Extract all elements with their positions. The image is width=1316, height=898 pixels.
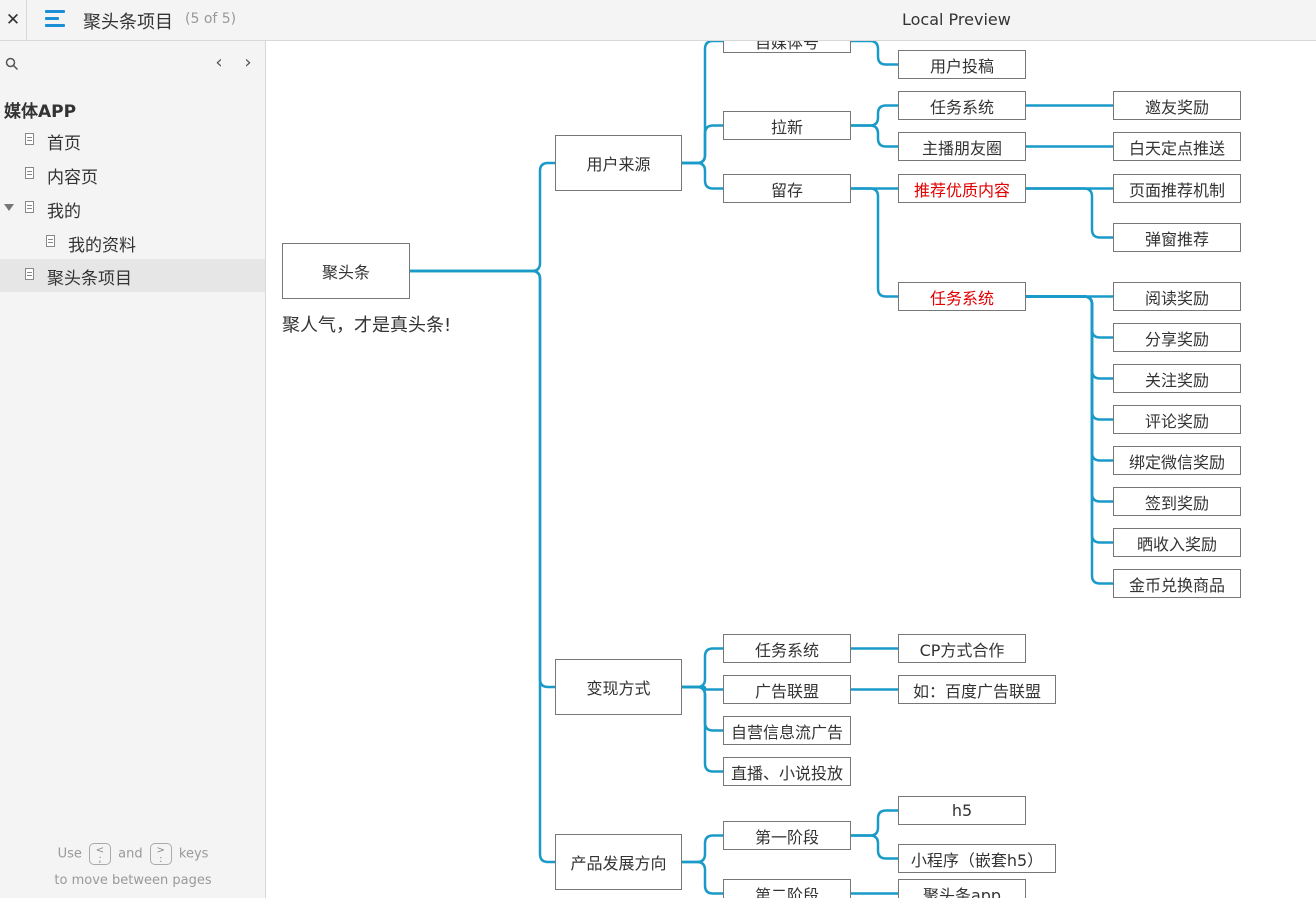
mindmap-leaf-node[interactable]: 页面推荐机制 <box>1113 174 1241 203</box>
mindmap-leaf-node[interactable]: 晒收入奖励 <box>1113 528 1241 557</box>
connector-line <box>851 187 898 298</box>
sidebar-item-mine[interactable]: 我的 <box>0 192 265 225</box>
connector-line <box>682 834 723 864</box>
mindmap-topic-node[interactable]: 聚头条app <box>898 879 1026 898</box>
next-key-icon: >: <box>149 843 172 865</box>
document-icon <box>46 235 55 247</box>
connector-line <box>682 685 723 732</box>
connector-line <box>1026 295 1113 421</box>
mindmap-subtopic-node[interactable]: 广告联盟 <box>723 675 851 704</box>
mindmap-branch-node[interactable]: 用户来源 <box>555 135 682 191</box>
mindmap-leaf-node[interactable]: 评论奖励 <box>1113 405 1241 434</box>
search-icon[interactable] <box>5 57 19 71</box>
mindmap-topic-node[interactable]: 主播朋友圈 <box>898 132 1026 161</box>
mindmap-topic-node[interactable]: CP方式合作 <box>898 634 1026 663</box>
title-bar: ✕ 聚头条项目 (5 of 5) Local Preview <box>0 0 1316 41</box>
mindmap-leaf-node[interactable]: 金币兑换商品 <box>1113 569 1241 598</box>
connector-line <box>1026 295 1113 339</box>
mindmap-leaf-node[interactable]: 分享奖励 <box>1113 323 1241 352</box>
document-icon <box>25 167 34 179</box>
chevron-left-icon: ‹ <box>215 52 223 73</box>
mindmap-leaf-node[interactable]: 阅读奖励 <box>1113 282 1241 311</box>
connector-line <box>410 269 555 864</box>
mindmap-topic-node[interactable]: 小程序（嵌套h5） <box>898 844 1056 873</box>
connector-line <box>1026 295 1113 585</box>
sidebar-item-label: 内容页 <box>47 168 98 188</box>
mindmap-topic-node[interactable]: h5 <box>898 796 1026 825</box>
sidebar-item-label: 我的资料 <box>68 236 136 256</box>
connector-line <box>1026 187 1113 239</box>
sidebar: ‹ › 媒体APP 首页 内容页 我的 我的资料 聚头条项目 Use <; an… <box>0 41 266 898</box>
mindmap-leaf-node[interactable]: 绑定微信奖励 <box>1113 446 1241 475</box>
mindmap-subtopic-node[interactable]: 留存 <box>723 174 851 203</box>
mindmap-subtopic-node[interactable]: 拉新 <box>723 111 851 140</box>
next-page-button[interactable]: › <box>241 52 255 73</box>
mindmap-subtopic-node[interactable]: 自媒体号 <box>723 41 851 53</box>
mindmap-topic-node[interactable]: 用户投稿 <box>898 50 1026 79</box>
connector-line <box>682 161 723 190</box>
page-count: (5 of 5) <box>185 11 237 27</box>
mindmap-subtopic-node[interactable]: 第一阶段 <box>723 821 851 850</box>
connector-line <box>851 41 898 66</box>
chevron-right-icon: › <box>244 52 252 73</box>
mindmap-leaf-node[interactable]: 邀友奖励 <box>1113 91 1241 120</box>
mind-map-canvas: 聚人气，才是真头条! 聚头条用户来源自媒体号用户投稿拉新任务系统邀友奖励主播朋友… <box>267 41 1316 898</box>
tree-root[interactable]: 媒体APP <box>4 102 77 122</box>
mindmap-topic-node[interactable]: 如：百度广告联盟 <box>898 675 1056 704</box>
sidebar-item-label: 首页 <box>47 134 81 154</box>
connector-line <box>851 809 898 837</box>
mindmap-leaf-node[interactable]: 弹窗推荐 <box>1113 223 1241 252</box>
root-caption: 聚人气，才是真头条! <box>282 315 452 336</box>
document-icon <box>25 133 34 145</box>
sidebar-item-jutoutiao-project[interactable]: 聚头条项目 <box>0 259 265 292</box>
connector-line <box>851 104 898 127</box>
mindmap-branch-node[interactable]: 产品发展方向 <box>555 834 682 890</box>
close-icon: ✕ <box>5 10 21 30</box>
mindmap-root-node[interactable]: 聚头条 <box>282 243 410 299</box>
keyboard-hint: Use <; and >: keys <box>57 843 209 865</box>
sidebar-item-my-profile[interactable]: 我的资料 <box>0 226 265 259</box>
connector-line <box>682 685 723 773</box>
connector-line <box>851 834 898 860</box>
document-icon <box>25 268 34 280</box>
expand-triangle-icon[interactable] <box>4 204 14 211</box>
prev-key-icon: <; <box>89 843 111 865</box>
connector-line <box>410 161 555 273</box>
mindmap-topic-node[interactable]: 任务系统 <box>898 91 1026 120</box>
connector-line <box>682 41 723 165</box>
mindmap-subtopic-node[interactable]: 第二阶段 <box>723 879 851 898</box>
app-title: Local Preview <box>902 10 1011 29</box>
connector-line <box>1026 295 1113 503</box>
sidebar-item-label: 我的 <box>47 202 81 222</box>
connector-lines <box>410 41 1113 895</box>
keyboard-hint-line2: to move between pages <box>54 873 212 888</box>
mindmap-leaf-node[interactable]: 白天定点推送 <box>1113 132 1241 161</box>
sidebar-item-home[interactable]: 首页 <box>0 124 265 157</box>
mindmap-leaf-node[interactable]: 关注奖励 <box>1113 364 1241 393</box>
connector-line <box>682 647 723 689</box>
prev-page-button[interactable]: ‹ <box>212 52 226 73</box>
close-button[interactable]: ✕ <box>0 0 27 40</box>
mindmap-branch-node[interactable]: 变现方式 <box>555 659 682 715</box>
connector-line <box>682 860 723 895</box>
mindmap-leaf-node[interactable]: 签到奖励 <box>1113 487 1241 516</box>
page-title: 聚头条项目 <box>83 12 173 33</box>
connector-line <box>682 124 723 165</box>
sidebar-item-content-page[interactable]: 内容页 <box>0 158 265 191</box>
mindmap-topic-node[interactable]: 推荐优质内容 <box>898 174 1026 203</box>
connector-line <box>682 685 723 691</box>
mindmap-subtopic-node[interactable]: 任务系统 <box>723 634 851 663</box>
connector-line <box>851 124 898 148</box>
mindmap-topic-node[interactable]: 任务系统 <box>898 282 1026 311</box>
menu-icon[interactable] <box>45 10 67 30</box>
mindmap-subtopic-node[interactable]: 直播、小说投放 <box>723 757 851 786</box>
document-icon <box>25 201 34 213</box>
sidebar-item-label: 聚头条项目 <box>47 269 132 289</box>
mindmap-subtopic-node[interactable]: 自营信息流广告 <box>723 716 851 745</box>
